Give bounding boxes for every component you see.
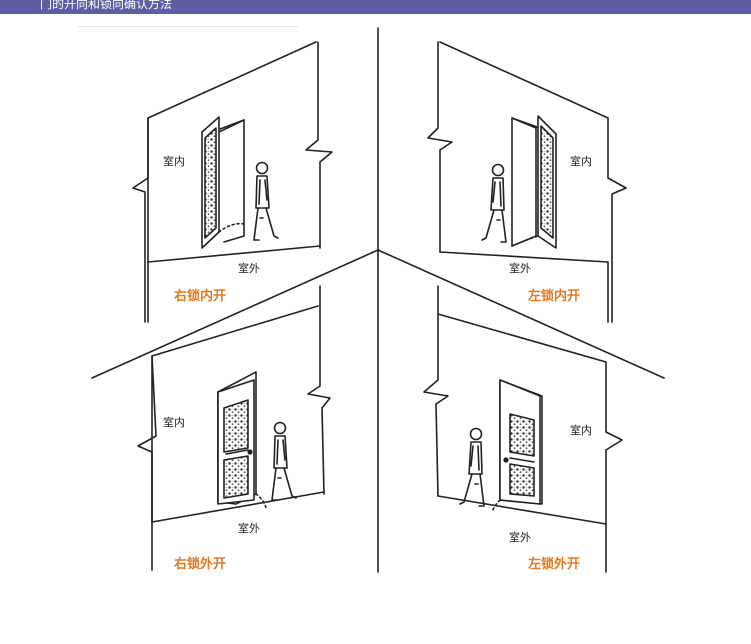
caption-left-lock-outward: 左锁外开 xyxy=(528,557,581,572)
page-title: 门的开向和锁向确认方法 xyxy=(40,0,173,11)
outdoor-label: 室外 xyxy=(509,262,531,275)
caption-right-lock-outward: 右锁外开 xyxy=(174,557,227,572)
caption-right-lock-inward: 右锁内开 xyxy=(174,289,227,304)
panel-left-lock-outward xyxy=(423,285,623,573)
indoor-label: 室内 xyxy=(163,416,185,429)
outdoor-label: 室外 xyxy=(238,522,260,535)
divider-lines xyxy=(91,27,665,573)
indoor-label: 室内 xyxy=(570,155,592,168)
outdoor-label: 室外 xyxy=(238,262,260,275)
outdoor-label: 室外 xyxy=(509,531,531,544)
panel-right-lock-inward xyxy=(132,41,333,323)
indoor-label: 室内 xyxy=(570,424,592,437)
header-bar: 门的开向和锁向确认方法 xyxy=(0,0,751,14)
caption-left-lock-inward: 左锁内开 xyxy=(528,289,581,304)
panel-left-lock-inward xyxy=(427,41,627,323)
panel-right-lock-outward xyxy=(137,285,331,571)
indoor-label: 室内 xyxy=(163,155,185,168)
header-rule xyxy=(78,26,298,27)
